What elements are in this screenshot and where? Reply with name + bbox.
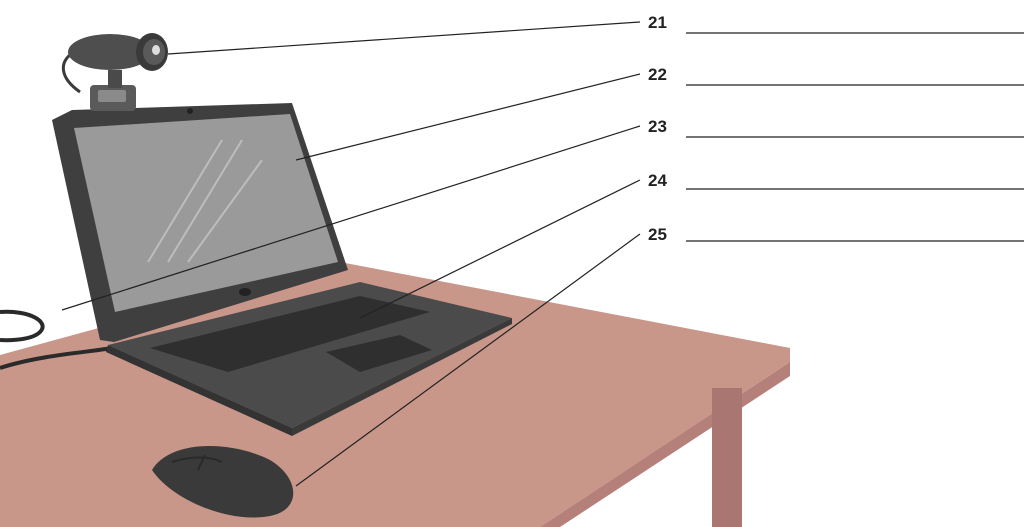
label-number-22: 22 (648, 65, 667, 84)
label-number-25: 25 (648, 225, 667, 244)
label-number-21: 21 (648, 13, 667, 32)
label-number-24: 24 (648, 171, 667, 190)
answer-items: 21 22 23 24 25 (648, 13, 1024, 244)
leader-21 (168, 22, 640, 54)
table-leg (712, 388, 742, 527)
leader-22 (296, 74, 640, 160)
webcam (63, 33, 168, 111)
label-number-23: 23 (648, 117, 667, 136)
